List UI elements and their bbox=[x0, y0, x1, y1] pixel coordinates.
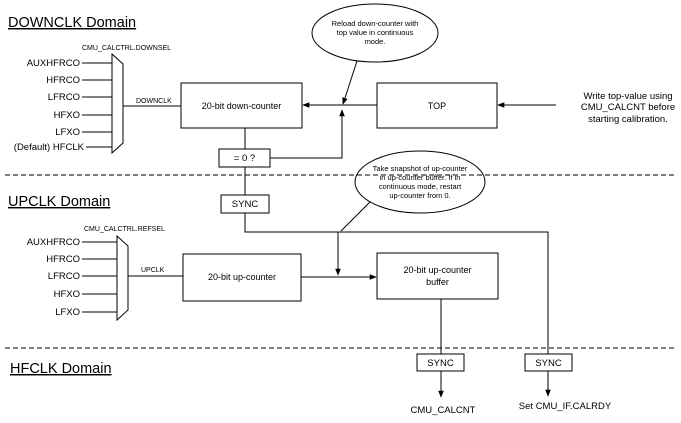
downclk-input-auxhfrco: AUXHFRCO bbox=[27, 58, 80, 69]
reload-bubble-line1: Reload down-counter with bbox=[332, 19, 419, 28]
downclk-input-lfxo: LFXO bbox=[55, 127, 80, 138]
reload-bubble-line3: mode. bbox=[365, 37, 386, 46]
downclk-inputs: AUXHFRCO HFRCO LFRCO HFXO LFXO (Default)… bbox=[14, 58, 112, 153]
snapshot-bubble-line3: continuous mode, restart bbox=[379, 182, 462, 191]
calrdy-output-label: Set CMU_IF.CALRDY bbox=[519, 401, 612, 412]
write-top-note-line3: starting calibration. bbox=[588, 114, 668, 125]
hfclk-domain-title: HFCLK Domain bbox=[10, 361, 112, 377]
downclk-mux bbox=[111, 52, 124, 155]
upclk-input-hfxo: HFXO bbox=[54, 289, 80, 300]
upclk-signal-label: UPCLK bbox=[141, 267, 165, 274]
up-counter-buffer-line1: 20-bit up-counter bbox=[403, 265, 471, 275]
upclk-input-auxhfrco: AUXHFRCO bbox=[27, 237, 80, 248]
up-counter-buffer-line2: buffer bbox=[426, 277, 449, 287]
reload-bubble bbox=[311, 3, 439, 63]
write-top-note-line1: Write top-value using bbox=[583, 91, 672, 102]
downclk-input-hfrco: HFRCO bbox=[46, 75, 80, 86]
upclk-inputs: AUXHFRCO HFRCO LFRCO HFXO LFXO bbox=[27, 237, 117, 318]
up-counter-label: 20-bit up-counter bbox=[208, 272, 276, 282]
calcnt-output-label: CMU_CALCNT bbox=[411, 405, 476, 416]
downclk-signal-label: DOWNCLK bbox=[136, 98, 172, 105]
upclk-input-lfrco: LFRCO bbox=[48, 271, 80, 282]
downclk-sync-label: SYNC bbox=[232, 199, 259, 210]
top-register-label: TOP bbox=[428, 101, 446, 111]
upclk-input-hfrco: HFRCO bbox=[46, 254, 80, 265]
hfclk-sync-right-label: SYNC bbox=[535, 358, 562, 369]
downclk-domain-title: DOWNCLK Domain bbox=[8, 15, 136, 31]
hfclk-sync-left-label: SYNC bbox=[427, 358, 454, 369]
downclk-input-hfxo: HFXO bbox=[54, 110, 80, 121]
snapshot-bubble-line4: up-counter from 0. bbox=[389, 191, 450, 200]
write-top-note-line2: CMU_CALCNT before bbox=[581, 102, 675, 113]
zero-check-label: = 0 ? bbox=[234, 153, 255, 164]
refsel-label: CMU_CALCTRL.REFSEL bbox=[84, 226, 165, 233]
snapshot-bubble-line1: Take snapshot of up-counter bbox=[373, 164, 468, 173]
down-counter-label: 20-bit down-counter bbox=[202, 101, 282, 111]
up-counter-buffer-box bbox=[376, 252, 499, 300]
downsel-label: CMU_CALCTRL.DOWNSEL bbox=[82, 45, 171, 52]
snapshot-bubble bbox=[354, 150, 486, 214]
reload-bubble-line2: top value in continuous bbox=[337, 28, 414, 37]
upclk-domain-title: UPCLK Domain bbox=[8, 194, 110, 210]
down-counter-box bbox=[180, 82, 303, 129]
upclk-mux bbox=[116, 234, 129, 322]
downclk-input-hfclk: (Default) HFCLK bbox=[14, 142, 85, 153]
snapshot-bubble-line2: in up-counter buffer. If in bbox=[380, 173, 461, 182]
upclk-input-lfxo: LFXO bbox=[55, 307, 80, 318]
downclk-input-lfrco: LFRCO bbox=[48, 92, 80, 103]
